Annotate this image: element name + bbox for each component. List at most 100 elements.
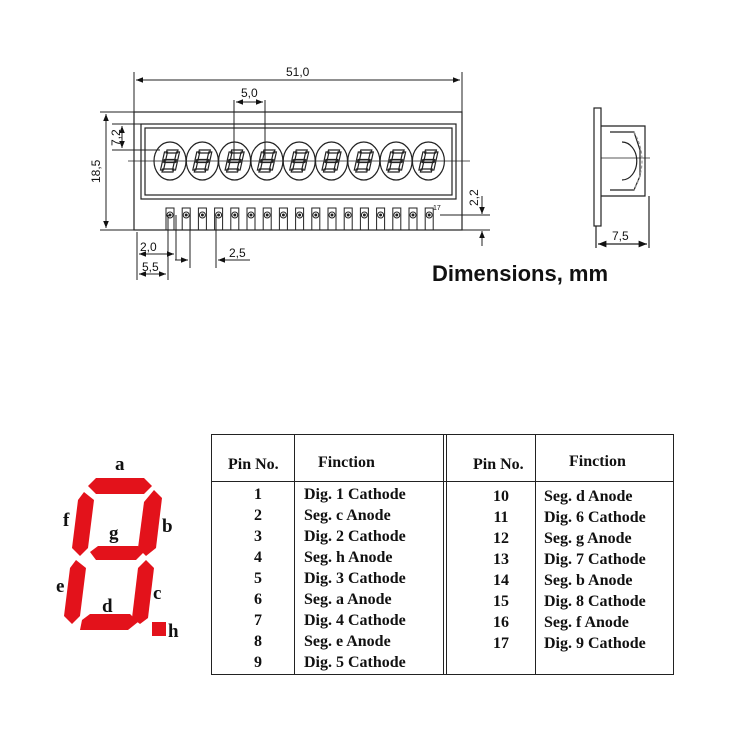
pin-14 bbox=[376, 207, 386, 231]
digit-segment-outline bbox=[365, 161, 372, 171]
left-pin-number-8: 8 bbox=[254, 633, 262, 650]
digit-segment-outline bbox=[430, 161, 437, 171]
side-view bbox=[593, 107, 650, 248]
right-pin-number-5: 14 bbox=[493, 572, 509, 589]
right-pin-number-2: 11 bbox=[493, 509, 509, 526]
pin-7 bbox=[262, 207, 272, 231]
digit-segment-outline bbox=[204, 161, 211, 171]
left-pin-function-3: Dig. 2 Cathode bbox=[304, 528, 406, 545]
digit-segment-outline bbox=[290, 168, 304, 173]
left-pin-function-8: Seg. e Anode bbox=[304, 633, 391, 650]
digit-segment-outline bbox=[324, 158, 339, 164]
first-pin-offset-label: 2,0 bbox=[140, 240, 157, 254]
digit-segment-outline bbox=[206, 151, 213, 161]
left-pin-number-6: 6 bbox=[254, 591, 262, 608]
segment-label-c: c bbox=[153, 583, 161, 604]
dimension-drawing: 51,0 5,0 7,2 18,5 2,2 7,5 2,0 5,5 2,5 17 bbox=[89, 65, 650, 280]
pin-13 bbox=[359, 207, 369, 231]
digit-segment-outline bbox=[225, 168, 240, 173]
digit-row bbox=[153, 141, 445, 181]
digit-segment-outline bbox=[292, 158, 306, 164]
digit-segment-outline bbox=[367, 151, 375, 161]
digit-segment-outline bbox=[323, 151, 330, 161]
left-pin-number-2: 2 bbox=[254, 507, 262, 524]
right-pin-number-6: 15 bbox=[493, 593, 509, 610]
pin-17 bbox=[424, 207, 434, 231]
segment-a bbox=[88, 478, 152, 494]
left-pin-number-5: 5 bbox=[254, 570, 262, 587]
digit-4 bbox=[250, 141, 284, 181]
pin-length-label: 2,2 bbox=[467, 189, 481, 206]
digit-segment-outline bbox=[322, 168, 336, 173]
left-pin-number-1: 1 bbox=[254, 486, 262, 503]
pin-8 bbox=[278, 207, 288, 231]
right-pin-function-7: Seg. f Anode bbox=[544, 614, 629, 631]
digit-segment-outline bbox=[226, 151, 233, 161]
digit-segment-outline bbox=[238, 151, 245, 161]
left-pin-function-4: Seg. h Anode bbox=[304, 549, 393, 566]
right-pin-number-4: 13 bbox=[493, 551, 509, 568]
segment-e bbox=[64, 560, 86, 624]
left-pin-number-4: 4 bbox=[254, 549, 262, 566]
right-pin-function-4: Dig. 7 Cathode bbox=[544, 551, 646, 568]
digit-segment-outline bbox=[193, 168, 207, 173]
digit-pitch-label: 5,0 bbox=[241, 86, 258, 100]
dimensions-caption: Dimensions, mm bbox=[432, 261, 609, 286]
digit-segment-outline bbox=[355, 151, 363, 161]
digit-segment-outline bbox=[397, 161, 405, 171]
segment-label-b: b bbox=[162, 516, 173, 537]
right-pin-header: Pin No. bbox=[473, 456, 524, 473]
digit-segment-outline bbox=[260, 158, 274, 164]
left-pin-function-9: Dig. 5 Cathode bbox=[304, 654, 406, 671]
pin-15 bbox=[392, 207, 402, 231]
segment-label-a: a bbox=[115, 454, 125, 475]
digit-segment-outline bbox=[258, 168, 272, 173]
digit-segment-outline bbox=[171, 161, 179, 171]
digit-segment-outline bbox=[303, 151, 310, 161]
segment-b bbox=[138, 490, 162, 556]
digit-segment-outline bbox=[389, 158, 403, 164]
pin-5 bbox=[230, 207, 240, 231]
digit-segment-outline bbox=[387, 168, 401, 173]
pin-1 bbox=[165, 207, 175, 231]
right-pin-function-3: Seg. g Anode bbox=[544, 530, 632, 547]
pin-10 bbox=[311, 207, 321, 231]
overall-height-label: 18,5 bbox=[89, 159, 103, 183]
digit-height-label: 7,2 bbox=[109, 129, 123, 146]
pin-16 bbox=[408, 207, 418, 231]
right-pin-function-8: Dig. 9 Cathode bbox=[544, 635, 646, 652]
right-pin-number-3: 12 bbox=[493, 530, 509, 547]
left-pin-function-7: Dig. 4 Cathode bbox=[304, 612, 406, 629]
right-pin-function-6: Dig. 8 Cathode bbox=[544, 593, 646, 610]
segment-label-g: g bbox=[109, 523, 119, 544]
left-pin-header: Pin No. bbox=[228, 456, 279, 473]
right-pin-number-8: 17 bbox=[493, 635, 509, 652]
digit-1 bbox=[153, 141, 187, 181]
right-pin-function-2: Dig. 6 Cathode bbox=[544, 509, 646, 526]
display-window-inner bbox=[144, 127, 453, 196]
digit-segment-outline bbox=[400, 151, 407, 161]
segment-label-d: d bbox=[102, 596, 113, 617]
pin-2 bbox=[181, 207, 191, 231]
digit-segment-outline bbox=[420, 151, 427, 161]
digit-segment-outline bbox=[163, 158, 177, 164]
digit-segment-outline bbox=[173, 151, 181, 161]
left-pin-number-3: 3 bbox=[254, 528, 262, 545]
digit-segment-outline bbox=[291, 151, 298, 161]
left-pin-function-5: Dig. 3 Cathode bbox=[304, 570, 406, 587]
pin-row bbox=[165, 207, 434, 231]
digit-segment-outline bbox=[335, 151, 342, 161]
depth-label: 7,5 bbox=[612, 229, 629, 243]
digit-7 bbox=[347, 141, 381, 181]
segment-label-f: f bbox=[63, 510, 70, 531]
left-pin-function-2: Seg. c Anode bbox=[304, 507, 391, 524]
digit-segment-outline bbox=[357, 158, 371, 164]
digit-segment-outline bbox=[268, 161, 275, 171]
right-function-header: Finction bbox=[569, 453, 626, 470]
digit-segment-outline bbox=[161, 168, 175, 173]
left-pin-function-1: Dig. 1 Cathode bbox=[304, 486, 406, 503]
digit-segment-outline bbox=[194, 151, 201, 161]
